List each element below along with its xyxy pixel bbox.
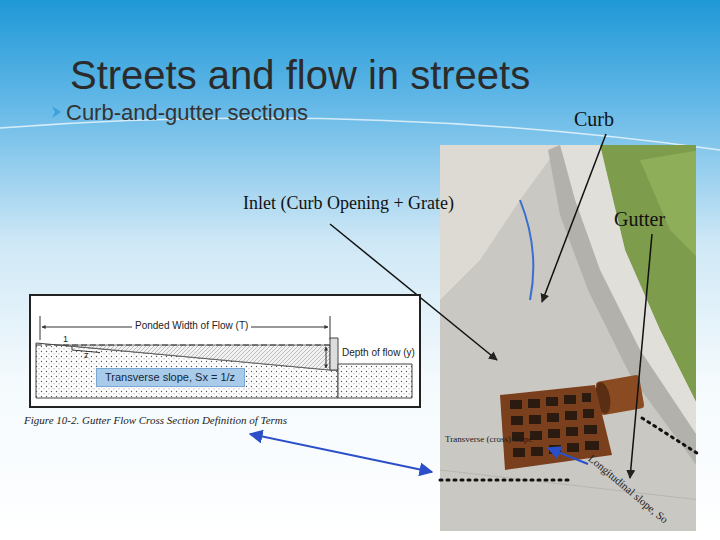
slope-arrow xyxy=(548,448,588,464)
slope-number: 1 xyxy=(63,334,68,344)
dimension-label: Depth of flow (y) xyxy=(342,347,415,359)
callout-label: Gutter xyxy=(614,208,665,231)
grate-slots xyxy=(510,393,599,457)
photo-label: Transverse (cross) slope xyxy=(445,434,532,444)
leader-line xyxy=(630,234,652,478)
bullet-arrow xyxy=(52,106,61,118)
curb-section xyxy=(330,338,338,370)
dimension-label: Ponded Width of Flow (T) xyxy=(132,320,251,332)
pavement-section xyxy=(36,343,338,398)
dotted-line xyxy=(440,479,572,482)
curb-base xyxy=(338,364,412,398)
water-surface xyxy=(36,345,330,346)
grass-light xyxy=(640,150,696,260)
inset-frame xyxy=(30,295,420,407)
slide-title: Streets and flow in streets xyxy=(70,52,530,98)
dimension-tick xyxy=(40,316,330,340)
dotted-line xyxy=(642,418,700,455)
callout-label: Curb xyxy=(574,108,614,131)
callout-label: Inlet (Curb Opening + Grate) xyxy=(243,193,454,214)
bullet-text: Curb-and-gutter sections xyxy=(66,100,308,125)
street-photo xyxy=(440,145,696,531)
flow-wedge xyxy=(60,345,330,370)
water-trickle xyxy=(520,200,533,300)
slope-number: z xyxy=(84,350,89,360)
leader-line xyxy=(542,134,606,302)
slope-arrow xyxy=(250,434,432,472)
term-box: Transverse slope, Sx = 1/z xyxy=(96,368,245,387)
depth-arrow xyxy=(326,347,327,368)
joint-line xyxy=(440,470,696,500)
figure-caption: Figure 10-2. Gutter Flow Cross Section D… xyxy=(24,414,287,427)
sidewalk xyxy=(440,145,560,300)
term-text: Transverse slope, Sx = 1/z xyxy=(105,371,236,384)
